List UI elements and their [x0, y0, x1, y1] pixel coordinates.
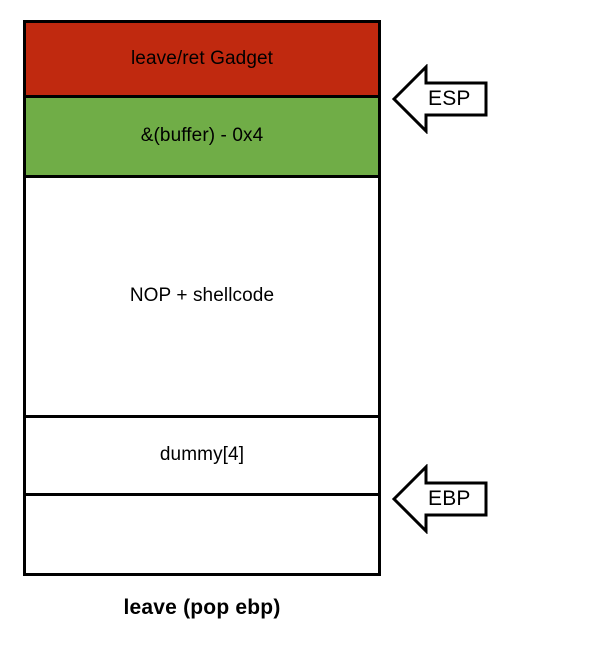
stack-cell-nop-shellcode-label: NOP + shellcode	[129, 285, 275, 307]
stack-frame: leave/ret Gadget &(buffer) - 0x4 NOP + s…	[23, 20, 381, 576]
left-arrow-icon	[392, 64, 488, 134]
stack-cell-empty	[26, 496, 378, 573]
stack-cell-buffer-address: &(buffer) - 0x4	[26, 98, 378, 178]
stack-cell-gadget-label: leave/ret Gadget	[130, 47, 274, 69]
esp-pointer-arrow: ESP	[392, 64, 488, 134]
left-arrow-icon	[392, 464, 488, 534]
diagram-caption: leave (pop ebp)	[123, 596, 281, 619]
ebp-pointer-arrow: EBP	[392, 464, 488, 534]
stack-cell-nop-shellcode: NOP + shellcode	[26, 178, 378, 418]
stack-cell-buffer-address-label: &(buffer) - 0x4	[140, 125, 264, 147]
stack-cell-dummy-label: dummy[4]	[159, 444, 245, 466]
stack-cell-gadget: leave/ret Gadget	[26, 23, 378, 98]
stack-cell-dummy: dummy[4]	[26, 418, 378, 496]
